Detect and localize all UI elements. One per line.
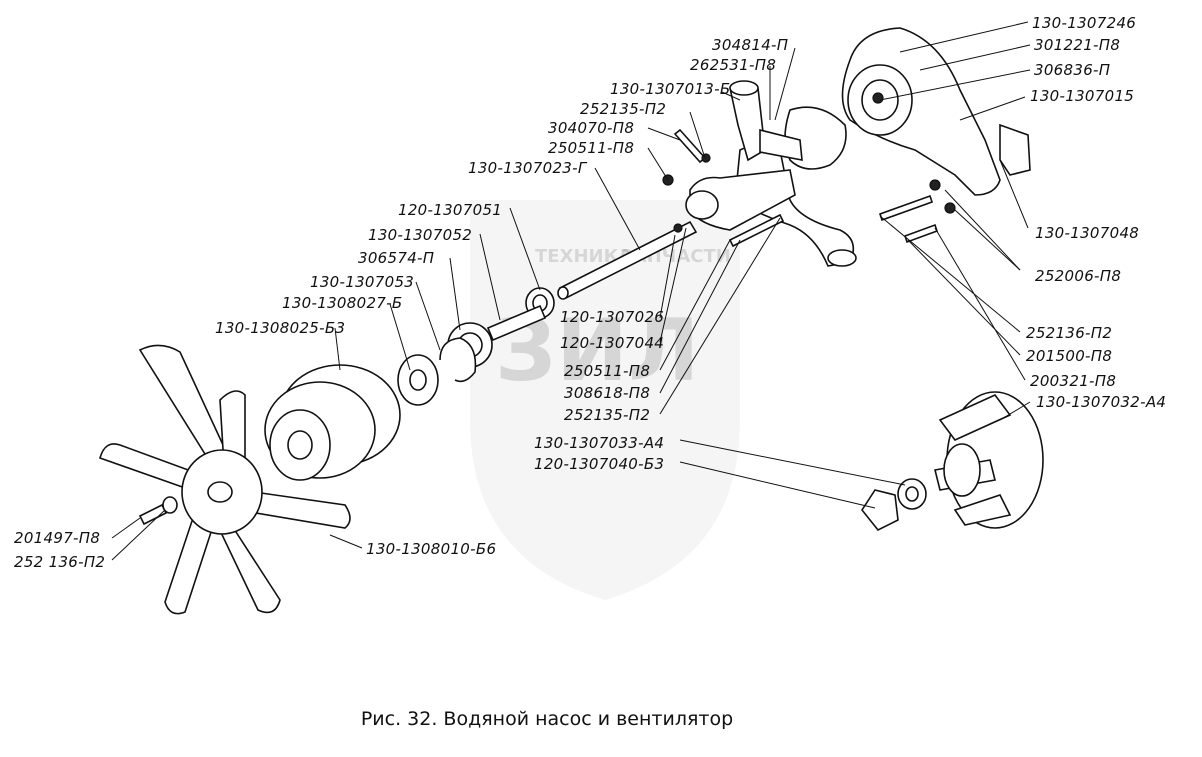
- snap-ring: [439, 337, 477, 383]
- part-label-252006-p8: 252006-П8: [1035, 267, 1121, 285]
- part-label-306574-p: 306574-П: [358, 249, 434, 267]
- part-label-130-1307032-a4: 130-1307032-А4: [1036, 393, 1166, 411]
- housing-bolts: [662, 128, 956, 248]
- part-label-250511-p8-mid: 250511-П8: [564, 362, 650, 380]
- bearing-housing: [685, 169, 796, 231]
- part-label-120-1307040-b3: 120-1307040-Б3: [534, 455, 664, 473]
- part-label-130-1308027-b: 130-1308027-Б: [282, 294, 402, 312]
- pump-shaft: [557, 220, 698, 300]
- part-label-130-1307246: 130-1307246: [1032, 14, 1136, 32]
- part-label-262531-p8: 262531-П8: [690, 56, 776, 74]
- part-label-201500-p8: 201500-П8: [1026, 347, 1112, 365]
- leader-lines: [111, 21, 1031, 561]
- part-label-130-1307048: 130-1307048: [1035, 224, 1139, 242]
- part-label-130-1307052: 130-1307052: [368, 226, 472, 244]
- part-label-130-1307013-b: 130-1307013-Б: [610, 80, 730, 98]
- part-label-252136-p2-fan: 252 136-П2: [14, 553, 105, 571]
- pump-housing: [841, 27, 1031, 196]
- part-label-301221-p8: 301221-П8: [1034, 36, 1120, 54]
- part-label-130-1307033-a4: 130-1307033-А4: [534, 434, 664, 452]
- part-label-252136-p2: 252136-П2: [1026, 324, 1112, 342]
- part-label-304814-p: 304814-П: [712, 36, 788, 54]
- watermark-line1: ТЕХНИКА: [535, 246, 632, 267]
- part-labels: 130-1307246 301221-П8 306836-П 130-13070…: [14, 14, 1166, 571]
- part-label-306836-p: 306836-П: [1034, 61, 1110, 79]
- fan-bolt: [138, 496, 178, 526]
- part-label-200321-p8: 200321-П8: [1030, 372, 1116, 390]
- part-label-120-1307044: 120-1307044: [560, 334, 664, 352]
- part-label-130-1307023-g: 130-1307023-Г: [468, 159, 588, 177]
- part-label-201497-p8: 201497-П8: [14, 529, 100, 547]
- part-label-308618-p8: 308618-П8: [564, 384, 650, 402]
- figure-caption: Рис. 32. Водяной насос и вентилятор: [360, 708, 734, 730]
- part-label-130-1308025-b3: 130-1308025-Б3: [215, 319, 345, 337]
- part-label-304070-p8: 304070-П8: [548, 119, 634, 137]
- fan: [99, 344, 351, 615]
- part-label-252135-p2-top: 252135-П2: [580, 100, 666, 118]
- pulley: [264, 364, 401, 481]
- seal: [861, 478, 927, 532]
- part-label-130-1308010-b6: 130-1308010-Б6: [366, 540, 496, 558]
- part-label-120-1307026: 120-1307026: [560, 308, 664, 326]
- part-label-252135-p2-mid: 252135-П2: [564, 406, 650, 424]
- hub-flange: [397, 354, 439, 406]
- impeller: [934, 391, 1044, 529]
- part-label-120-1307051: 120-1307051: [398, 201, 502, 219]
- part-label-250511-p8-top: 250511-П8: [548, 139, 634, 157]
- part-label-130-1307015: 130-1307015: [1030, 87, 1134, 105]
- part-label-130-1307053: 130-1307053: [310, 273, 414, 291]
